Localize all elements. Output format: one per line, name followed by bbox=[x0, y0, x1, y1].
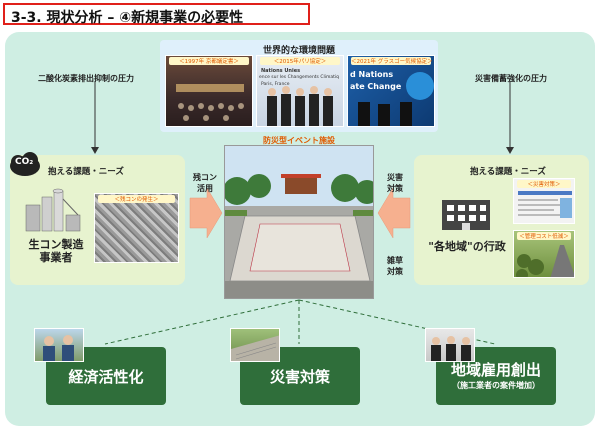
right-panel-title: 抱える課題・ニーズ bbox=[470, 167, 546, 177]
env-title: 世界的な環境問題 bbox=[262, 46, 335, 56]
disaster-plan-photo: ＜災害対策＞ bbox=[513, 178, 575, 224]
paris-sign-line1: Nations Unies bbox=[261, 68, 301, 74]
left-pressure-arrowhead bbox=[91, 147, 99, 154]
glasgow-sign-line1: d Nations bbox=[350, 70, 394, 79]
paris-sign-line2: ence sur les Changements Climatiq bbox=[259, 75, 339, 80]
leftover-usage-line2: 活用 bbox=[197, 184, 213, 193]
concrete-maker-line2: 事業者 bbox=[39, 251, 73, 264]
weed-control-line2: 対策 bbox=[387, 267, 403, 276]
left-panel-title: 抱える課題・ニーズ bbox=[48, 167, 124, 177]
outcome-employment-label: 地域雇用創出 bbox=[450, 361, 541, 379]
weed-control-line1: 雑草 bbox=[387, 256, 403, 265]
right-input-arrow bbox=[377, 187, 411, 239]
glasgow-pact-photo: ＜2021年 グラスゴー気候協定＞ d Nations ate Change bbox=[347, 55, 435, 127]
outcome-disaster-label: 災害対策 bbox=[269, 368, 330, 386]
outcome-connector-left bbox=[104, 299, 300, 345]
disaster-event-facility-image bbox=[224, 145, 374, 299]
leftover-concrete-photo: ＜残コンの発生＞ bbox=[94, 193, 179, 263]
government-building-icon bbox=[438, 192, 494, 232]
maintenance-cost-photo: ＜管理コスト低減＞ bbox=[513, 230, 575, 278]
disaster-measures-line2: 対策 bbox=[387, 184, 403, 193]
facility-title: 防災型イベント施設 bbox=[263, 136, 335, 145]
concrete-plant-icon bbox=[22, 185, 82, 233]
co2-label: CO₂ bbox=[15, 157, 34, 167]
concrete-maker-label: 生コン製造 事業者 bbox=[16, 238, 96, 264]
co2-cloud-icon: CO₂ bbox=[8, 150, 42, 178]
local-government-label: "各地域"の行政 bbox=[428, 240, 506, 253]
right-pressure-arrowhead bbox=[506, 147, 514, 154]
outcome-employment-sub: （施工業者の案件増加） bbox=[452, 381, 540, 390]
page-title: 3-3. 現状分析 – ④新規事業の必要性 bbox=[11, 10, 244, 26]
outcome-disaster-measures: 災害対策 bbox=[240, 347, 360, 405]
paris-agreement-photo: ＜2015年パリ協定＞ Nations Unies ence sur les C… bbox=[256, 55, 344, 127]
weed-control-label: 雑草 対策 bbox=[380, 255, 410, 277]
left-input-arrow bbox=[189, 187, 223, 239]
slope-protection-photo bbox=[230, 328, 280, 362]
construction-workers-photo bbox=[425, 328, 475, 362]
disaster-measures-line1: 災害 bbox=[387, 173, 403, 182]
leftover-usage-line1: 残コン bbox=[193, 173, 217, 182]
outcome-connector-right bbox=[298, 299, 496, 345]
glasgow-sign-line2: ate Change bbox=[350, 82, 402, 91]
co2-pressure-label: 二酸化炭素排出抑制の圧力 bbox=[38, 74, 134, 83]
disaster-pressure-label: 災害備蓄強化の圧力 bbox=[475, 74, 547, 83]
workers-photo bbox=[34, 328, 84, 362]
disaster-measures-label: 災害 対策 bbox=[380, 172, 410, 194]
kyoto-protocol-photo: ＜1997年 京都議定書＞ bbox=[165, 55, 253, 127]
concrete-maker-line1: 生コン製造 bbox=[28, 238, 84, 251]
leftover-usage-label: 残コン 活用 bbox=[190, 172, 220, 194]
outcome-economic-label: 経済活性化 bbox=[68, 368, 144, 386]
section-title-box: 3-3. 現状分析 – ④新規事業の必要性 bbox=[3, 3, 310, 26]
paris-sign-line3: Paris, France bbox=[261, 82, 290, 87]
